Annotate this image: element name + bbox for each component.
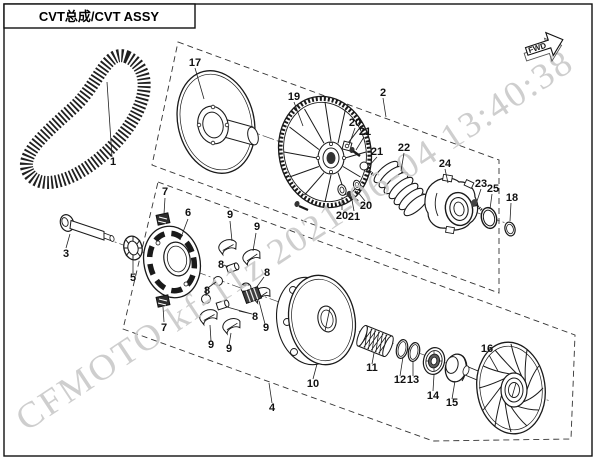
label-20-b: 20 [336,210,348,222]
label-4: 4 [269,402,276,414]
label-8-b: 8 [264,267,270,279]
page-border [3,3,593,457]
part-bolt-23 [470,199,484,212]
title-block [3,3,196,29]
part-nut-7-top [155,212,171,226]
label-7-b: 7 [161,322,167,334]
part-washer-13 [407,342,421,362]
label-9-c: 9 [208,339,214,351]
label-18: 18 [506,192,518,204]
label-8-a: 8 [218,259,224,271]
label-24: 24 [439,158,452,170]
part-spoked-pulley-19 [277,95,373,209]
label-22: 22 [398,142,410,154]
group-box-lower-assembly [122,181,576,442]
label-10: 10 [307,378,319,390]
part-number-callouts: 1 17 19 2 20 21 21 22 24 23 25 18 20 21 … [63,57,518,414]
label-15: 15 [446,397,458,409]
label-21-b: 21 [371,146,383,158]
part-driven-face-10 [276,274,357,366]
part-ramp-plate-6 [142,225,202,299]
label-8-c: 8 [204,285,210,297]
part-fan-pulley-16 [476,341,546,435]
part-sliders-8 [201,261,263,311]
label-20-c: 20 [360,200,372,212]
label-9-e: 9 [263,322,269,334]
label-3: 3 [63,248,69,260]
part-spring-22 [373,160,429,217]
part-drive-face-17 [176,70,259,174]
label-19: 19 [288,91,300,103]
label-20-a: 20 [349,117,361,129]
part-ring-18 [504,221,516,237]
page-title: CVT总成/CVT ASSY [39,9,159,24]
label-5: 5 [130,272,136,284]
label-1: 1 [110,156,116,168]
part-ring-25 [480,206,498,230]
label-16: 16 [481,343,493,355]
label-7-a: 7 [162,186,168,198]
fwd-arrow-icon [524,31,564,57]
label-14: 14 [427,390,440,402]
label-13: 13 [407,374,419,386]
part-clip-7-bottom [155,294,171,308]
part-fasteners-20-21-lower [294,179,362,212]
label-9-a: 9 [227,209,233,221]
label-12: 12 [394,374,406,386]
part-fasteners-20-21-upper [341,140,375,176]
part-spring-11 [356,324,394,358]
leader-lines [65,67,512,404]
label-23: 23 [475,178,487,190]
part-washer-12 [395,339,409,359]
part-washer-5 [123,235,143,261]
label-17: 17 [189,57,201,69]
label-11: 11 [366,362,378,374]
part-bolt-3 [59,214,115,242]
label-8-d: 8 [252,311,258,323]
label-9-d: 9 [226,343,232,355]
label-25: 25 [487,183,499,195]
part-bearing-14 [422,347,446,375]
part-drive-belt [19,49,151,189]
group-box-upper-assembly [151,41,500,294]
label-2: 2 [380,87,386,99]
label-21-a: 21 [359,126,371,138]
label-6: 6 [185,207,191,219]
part-cam-housing-24 [424,173,479,235]
label-9-b: 9 [254,221,260,233]
label-21-c: 21 [348,211,360,223]
